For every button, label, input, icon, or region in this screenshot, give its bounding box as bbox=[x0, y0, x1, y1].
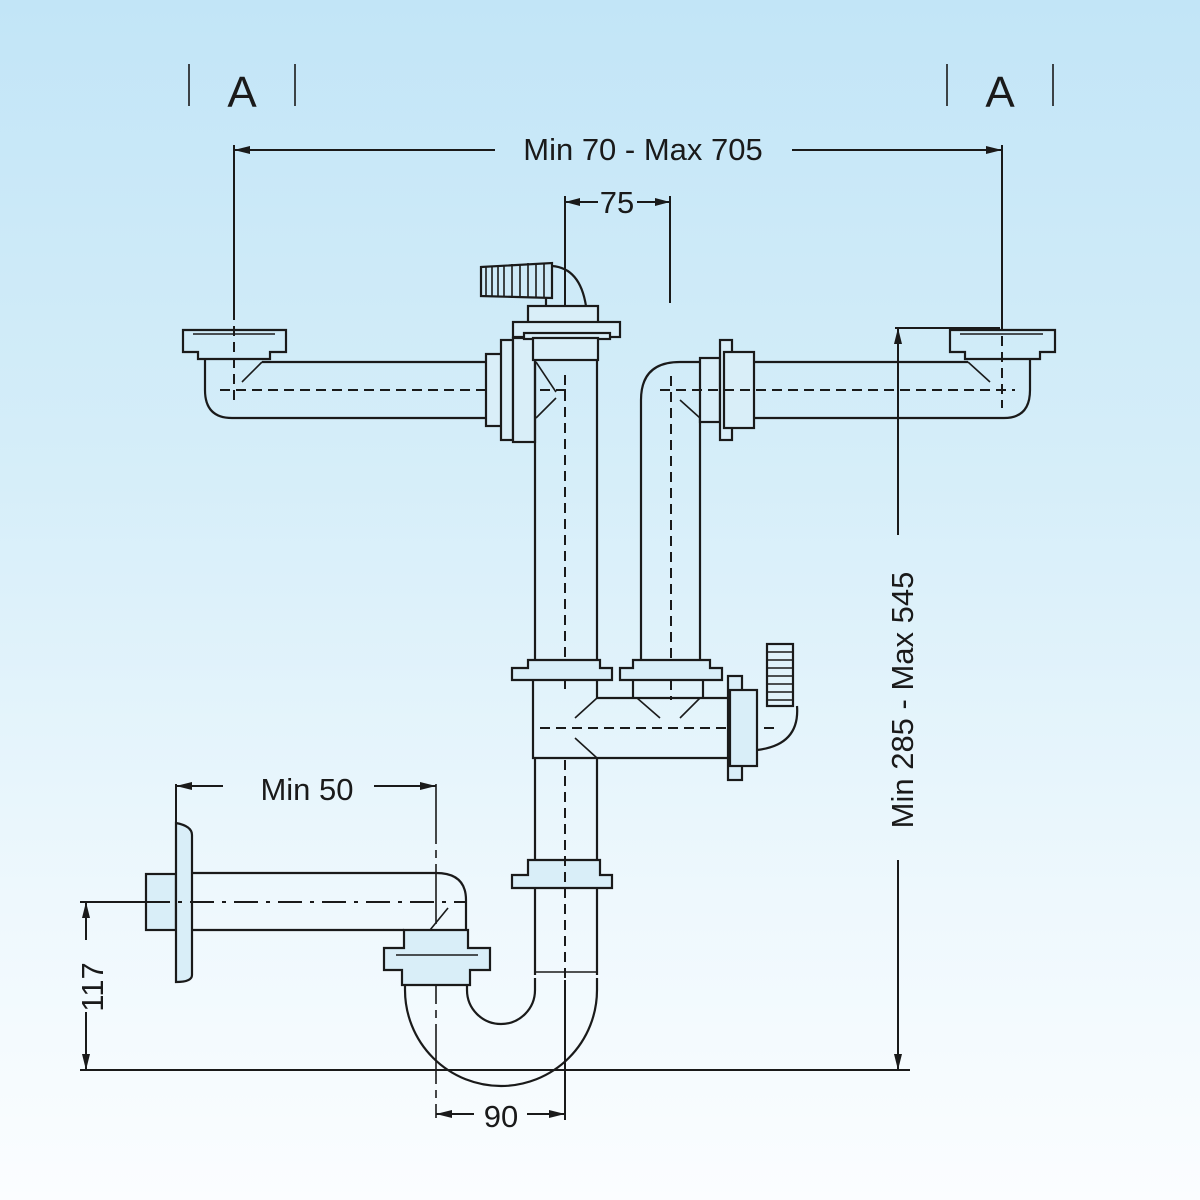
dimension-label-wall-distance: Min 50 bbox=[260, 772, 353, 807]
dimension-label-outlet-offset: 75 bbox=[600, 185, 634, 220]
dimension-label-outlet-height: 117 bbox=[75, 962, 110, 1011]
dimension-label-trap-width: 90 bbox=[484, 1099, 518, 1134]
lower-column bbox=[510, 758, 614, 1000]
section-marker-right: A bbox=[946, 64, 1054, 117]
arrow-head bbox=[894, 328, 902, 344]
tee-junction bbox=[510, 650, 780, 782]
u-trap bbox=[382, 907, 599, 1088]
arrow-head bbox=[655, 198, 670, 206]
dimension-label-sink-spacing: Min 70 - Max 705 bbox=[523, 132, 763, 167]
arrow-head bbox=[176, 782, 192, 790]
dimension-height: Min 285 - Max 545 bbox=[885, 327, 1000, 1070]
dimension-wall-distance: Min 50 bbox=[175, 772, 437, 1118]
arrow-head bbox=[894, 1054, 902, 1070]
section-label-left: A bbox=[227, 68, 257, 117]
arrow-head bbox=[420, 782, 436, 790]
arrow-head bbox=[986, 146, 1002, 154]
arrow-head bbox=[436, 1110, 452, 1118]
dimension-sink-spacing: Min 70 - Max 705 bbox=[233, 132, 1003, 325]
section-label-right: A bbox=[985, 68, 1015, 117]
dimension-label-height: Min 285 - Max 545 bbox=[885, 572, 920, 829]
main-column bbox=[531, 336, 600, 690]
left-arm-coupling bbox=[484, 336, 537, 444]
dimension-outlet-height: 117 bbox=[75, 901, 145, 1070]
dimension-trap-width: 90 bbox=[436, 980, 566, 1134]
arrow-head bbox=[82, 1054, 90, 1070]
right-sink-outlet bbox=[660, 320, 1057, 420]
arrow-head bbox=[549, 1110, 565, 1118]
right-column bbox=[639, 360, 702, 700]
section-marker-left: A bbox=[188, 64, 296, 117]
dimension-outlet-offset: 75 bbox=[564, 185, 671, 305]
wall-outlet bbox=[144, 821, 468, 984]
arrow-head bbox=[234, 146, 250, 154]
arrow-head bbox=[565, 198, 580, 206]
side-hose-connector bbox=[756, 642, 799, 752]
top-hose-connector bbox=[479, 261, 622, 341]
arrow-head bbox=[82, 902, 90, 918]
